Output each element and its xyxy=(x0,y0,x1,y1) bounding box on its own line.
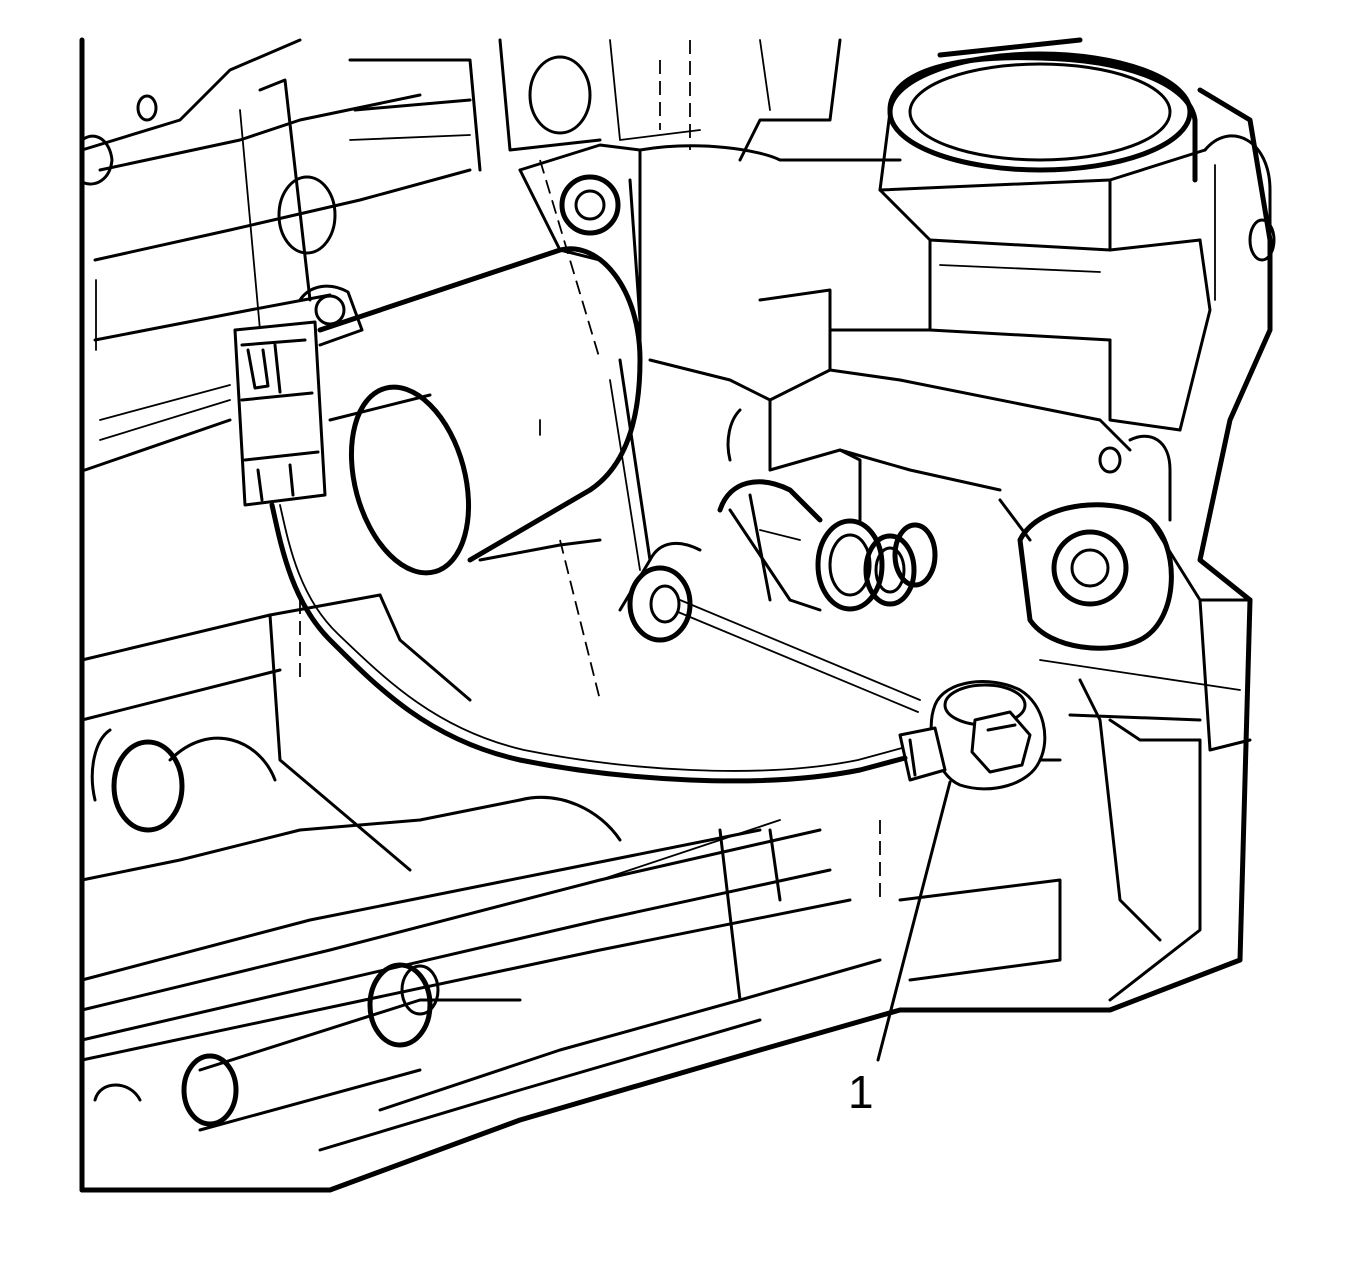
upper-mount-boss xyxy=(298,143,902,361)
callout-1: 1 xyxy=(848,780,952,1118)
cylinder-head-section xyxy=(80,38,842,472)
freeze-plugs xyxy=(90,728,440,1127)
oil-filter-housing xyxy=(828,51,1276,432)
cylindrical-component xyxy=(317,246,652,701)
knock-sensor-port xyxy=(627,565,921,713)
mid-block-section xyxy=(648,288,1172,562)
sensor-wire-lead xyxy=(269,502,908,784)
lower-crankcase xyxy=(80,593,882,1152)
callout-number-1: 1 xyxy=(848,1066,874,1118)
callout-leader-line xyxy=(876,780,952,1062)
right-boss-and-housing xyxy=(898,498,1252,1002)
harness-connector xyxy=(233,320,327,507)
sender-fitting xyxy=(717,479,938,612)
knock-sensor xyxy=(898,680,1047,791)
